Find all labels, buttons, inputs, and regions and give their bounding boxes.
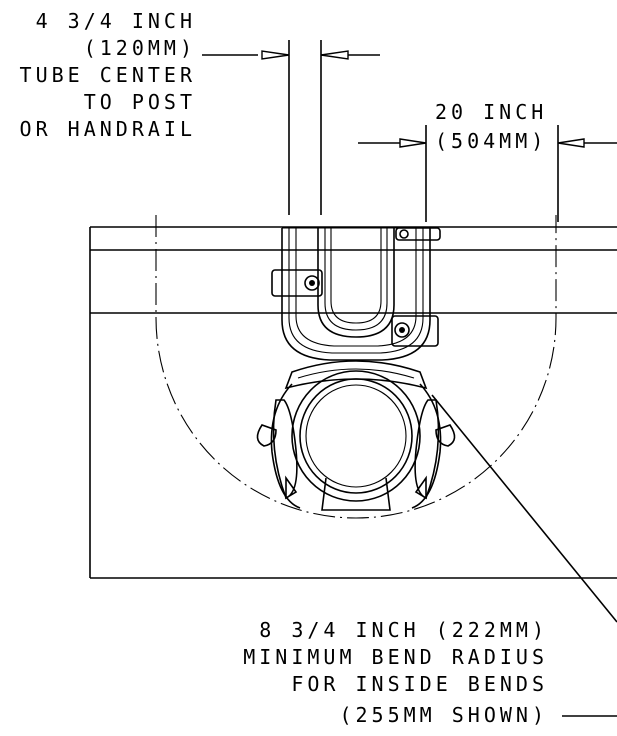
span-dimension: 20 INCH (504MM) [358,100,617,222]
bend-radius-note: 8 3/4 INCH (222MM) MINIMUM BEND RADIUS F… [243,618,548,727]
span-arrow-left [399,138,427,148]
bend-line-1: 8 3/4 INCH (222MM) [259,618,548,642]
mounting-bracket-top-right [395,227,441,241]
span-line-1: 20 INCH [435,100,547,124]
bend-radius-leader [431,394,617,623]
tube-center-note: 4 3/4 INCH (120MM) TUBE CENTER TO POST O… [20,9,196,141]
mounting-bracket-right [391,315,439,347]
mounting-bracket-left [271,269,323,297]
wall-outline [89,226,617,579]
clearance-arc [155,215,557,519]
arrowhead-right [320,50,349,60]
span-line-2: (504MM) [435,129,547,153]
tube-center-line-2: (120MM) [84,36,196,60]
tube-center-dimension [261,40,380,215]
bend-line-4: (255MM SHOWN) [339,703,548,727]
tube-center-line-1: 4 3/4 INCH [36,9,196,33]
grab-bar-tube [281,227,431,361]
tube-center-line-5: OR HANDRAIL [20,117,196,141]
bend-line-2: MINIMUM BEND RADIUS [243,645,548,669]
tube-center-line-4: TO POST [84,90,196,114]
bend-line-3: FOR INSIDE BENDS [291,672,548,696]
toilet-fixture [270,360,442,511]
span-arrow-right [557,138,585,148]
arrowhead-left [261,50,290,60]
side-arm-left [256,399,298,500]
tube-center-line-3: TUBE CENTER [20,63,196,87]
side-arm-right [414,399,456,500]
